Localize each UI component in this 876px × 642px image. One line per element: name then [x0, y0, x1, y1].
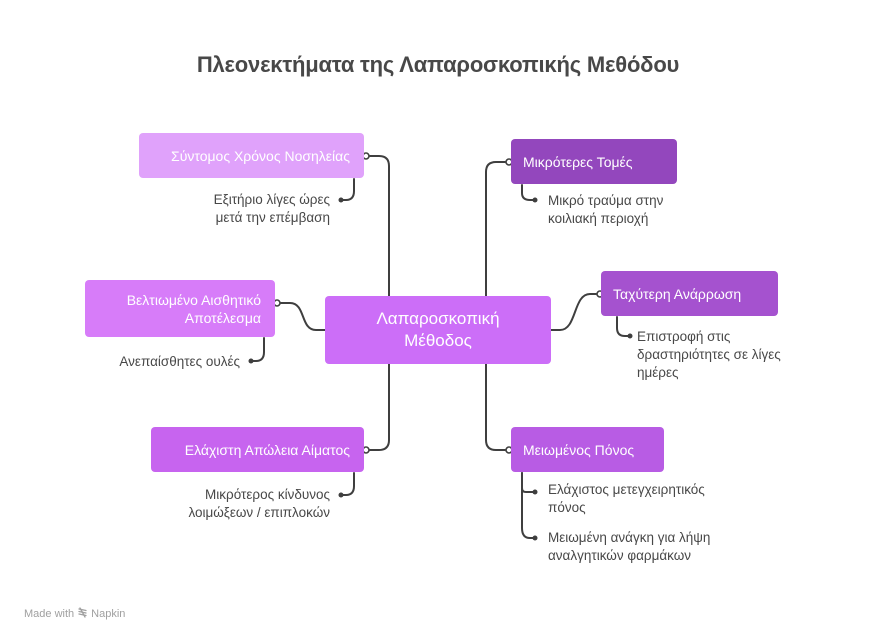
detail-short-stay: Εξιτήριο λίγες ώρες μετά την επέμβαση [150, 191, 330, 227]
detail-line: μετά την επέμβαση [215, 210, 330, 225]
branch-label-aesthetic-line1: Βελτιωμένο Αισθητικό [126, 291, 261, 308]
detail-less-pain-1: Ελάχιστος μετεγχειρητικός πόνος [548, 481, 768, 517]
diagram-title: Πλεονεκτήματα της Λαπαροσκοπικής Μεθόδου [196, 52, 680, 77]
connector-less-pain-detail-2 [521, 472, 535, 539]
detail-line: κοιλιακή περιοχή [548, 211, 649, 226]
branch-label-less-pain: Μειωμένος Πόνος [523, 441, 635, 458]
connector-fast-recovery-detail [616, 316, 630, 337]
branch-node-aesthetic[interactable]: Βελτιωμένο Αισθητικό Αποτέλεσμα [85, 280, 275, 337]
detail-aesthetic: Ανεπαίσθητες ουλές [60, 353, 240, 371]
central-topic-line1: Λαπαροσκοπική [376, 309, 500, 328]
branch-label-short-stay: Σύντομος Χρόνος Νοσηλείας [171, 147, 350, 164]
branch-label-aesthetic-line2: Αποτέλεσμα [184, 309, 261, 326]
napkin-logo-icon [77, 607, 88, 621]
footer-attribution[interactable]: Made with Napkin [24, 607, 125, 621]
branch-node-blood-loss[interactable]: Ελάχιστη Απώλεια Αίματος [151, 427, 364, 472]
detail-line: Μικρότερος κίνδυνος [205, 487, 330, 502]
central-topic-node[interactable]: Λαπαροσκοπική Μέθοδος [325, 296, 551, 364]
central-topic-line2: Μέθοδος [404, 331, 472, 350]
connector-center-short-stay [369, 155, 390, 297]
detail-line: Επιστροφή στις [637, 329, 731, 344]
connector-center-blood-loss [369, 363, 390, 451]
bullet-short-stay-detail [338, 197, 344, 203]
branch-node-small-incisions[interactable]: Μικρότερες Τομές [511, 139, 677, 184]
bullet-less-pain-detail-1 [532, 489, 538, 495]
detail-line: αναλγητικών φαρμάκων [548, 548, 692, 563]
detail-small-incisions: Μικρό τραύμα στην κοιλιακή περιοχή [548, 192, 748, 228]
branch-node-less-pain[interactable]: Μειωμένος Πόνος [511, 427, 664, 472]
bullet-fast-recovery-detail [627, 333, 633, 339]
branch-label-small-incisions: Μικρότερες Τομές [523, 153, 633, 170]
branch-node-short-stay[interactable]: Σύντομος Χρόνος Νοσηλείας [139, 133, 364, 178]
detail-line: Εξιτήριο λίγες ώρες [213, 192, 330, 207]
connector-center-small-incisions [485, 161, 506, 297]
connector-small-incisions-detail [521, 184, 535, 201]
made-with-text: Made with [24, 608, 75, 620]
detail-line: ημέρες [637, 365, 679, 380]
detail-less-pain-2: Μειωμένη ανάγκη για λήψη αναλγητικών φαρ… [548, 529, 768, 565]
detail-blood-loss: Μικρότερος κίνδυνος λοιμώξεων / επιπλοκώ… [140, 486, 330, 522]
detail-line: λοιμώξεων / επιπλοκών [188, 505, 330, 520]
detail-line: πόνος [548, 500, 586, 515]
connector-center-aesthetic [280, 302, 326, 331]
bullet-blood-loss-detail [338, 492, 344, 498]
branch-label-blood-loss: Ελάχιστη Απώλεια Αίματος [184, 441, 350, 458]
connector-less-pain-detail-1 [521, 472, 535, 493]
bullet-aesthetic-detail [248, 358, 254, 364]
bullet-less-pain-detail-2 [532, 535, 538, 541]
detail-fast-recovery: Επιστροφή στις δραστηριότητες σε λίγες η… [637, 328, 837, 382]
branch-label-fast-recovery: Ταχύτερη Ανάρρωση [613, 285, 742, 302]
detail-line: Ανεπαίσθητες ουλές [119, 354, 240, 369]
branch-node-fast-recovery[interactable]: Ταχύτερη Ανάρρωση [601, 271, 778, 316]
connector-blood-loss-detail [341, 472, 355, 496]
napkin-brand: Napkin [91, 608, 126, 620]
detail-line: Μειωμένη ανάγκη για λήψη [548, 530, 711, 545]
connector-center-less-pain [485, 363, 506, 451]
detail-line: δραστηριότητες σε λίγες [637, 347, 781, 362]
detail-line: Ελάχιστος μετεγχειρητικός [548, 482, 705, 497]
detail-line: Μικρό τραύμα στην [548, 193, 664, 208]
connector-aesthetic-detail [251, 337, 265, 362]
connector-center-fast-recovery [550, 293, 597, 331]
bullet-small-incisions-detail [532, 197, 538, 203]
connector-short-stay-detail [341, 178, 355, 201]
